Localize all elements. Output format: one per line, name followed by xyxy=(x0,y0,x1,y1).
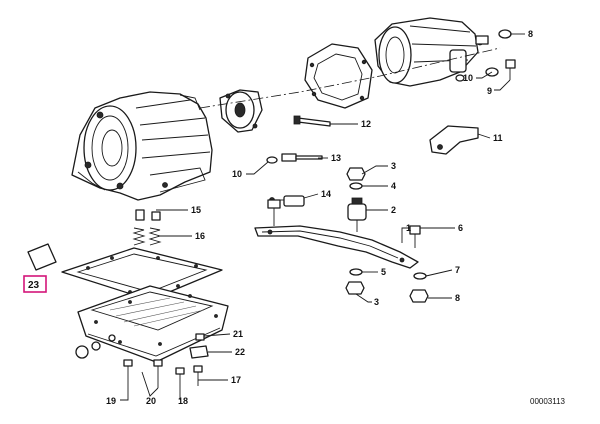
callout-1: 1 xyxy=(406,223,411,233)
callout-10-left: 10 xyxy=(232,169,242,179)
rubber-mount xyxy=(347,197,367,232)
callout-10-top: 10 xyxy=(463,73,473,83)
callout-3-bottom: 3 xyxy=(374,297,379,307)
extension-gasket xyxy=(304,43,373,109)
bracket-11 xyxy=(429,125,479,155)
callout-18: 18 xyxy=(178,396,188,406)
plug-15 xyxy=(135,209,161,221)
callout-11: 11 xyxy=(493,133,503,143)
spring-16 xyxy=(132,227,162,246)
nut-7-8 xyxy=(409,272,429,303)
callout-21: 21 xyxy=(233,329,243,339)
centerline xyxy=(199,47,501,109)
callout-12: 12 xyxy=(361,119,371,129)
callout-2: 2 xyxy=(391,205,396,215)
oil-pan-gasket xyxy=(61,247,223,301)
bolt-12 xyxy=(293,115,331,127)
extension-housing xyxy=(374,17,489,87)
pan-bolts xyxy=(123,333,209,390)
callout-8-top: 8 xyxy=(528,29,533,39)
callout-22: 22 xyxy=(235,347,245,357)
rear-flange xyxy=(219,89,263,133)
callout-13: 13 xyxy=(331,153,341,163)
part-23-plate xyxy=(27,243,57,271)
callout-16: 16 xyxy=(195,231,205,241)
drain-plug xyxy=(75,334,116,359)
callout-4: 4 xyxy=(391,181,396,191)
nut-3-bottom xyxy=(345,268,365,295)
highlight-box xyxy=(23,275,47,293)
bolt-13 xyxy=(266,153,323,164)
crossmember xyxy=(254,199,419,269)
transmission-housing xyxy=(71,91,213,201)
callout-20: 20 xyxy=(146,396,156,406)
callout-6: 6 xyxy=(458,223,463,233)
callout-17: 17 xyxy=(231,375,241,385)
callout-8-bottom: 8 xyxy=(455,293,460,303)
callout-19: 19 xyxy=(106,396,116,406)
callout-labels: 1 2 3 4 5 6 7 8 8 9 10 10 11 12 13 14 15… xyxy=(106,29,533,406)
callout-9: 9 xyxy=(487,86,492,96)
callout-3-top: 3 xyxy=(391,161,396,171)
bolt-6 xyxy=(409,225,421,248)
callout-15: 15 xyxy=(191,205,201,215)
leader-lines xyxy=(120,33,525,401)
callout-5: 5 xyxy=(381,267,386,277)
reference-number: 00003113 xyxy=(530,397,566,406)
callout-14: 14 xyxy=(321,189,331,199)
oil-pan xyxy=(77,285,229,363)
callout-7: 7 xyxy=(455,265,460,275)
highlight-label: 23 xyxy=(28,280,40,291)
